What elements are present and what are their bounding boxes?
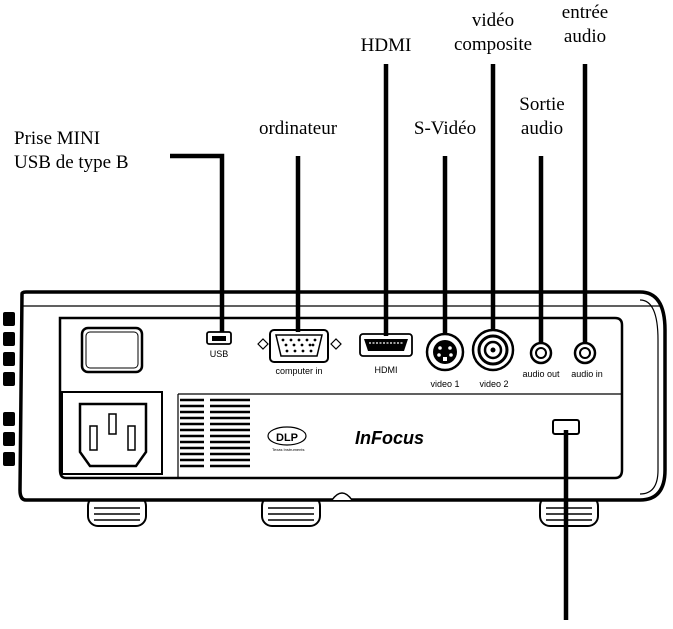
infocus-logo: InFocus bbox=[355, 428, 424, 448]
dlp-sub-text: Texas Instruments bbox=[272, 447, 304, 452]
square-button bbox=[80, 326, 144, 374]
audio-in-port: audio in bbox=[571, 341, 603, 379]
power-inlet bbox=[61, 391, 163, 475]
callout-audio-in: entrée audio bbox=[548, 1, 622, 49]
callout-audio-in-line2: audio bbox=[563, 26, 607, 47]
computer-in-port: computer in bbox=[257, 329, 342, 376]
composite-port: video 2 bbox=[471, 328, 515, 389]
callout-svideo: S-Vidéo bbox=[413, 118, 477, 139]
video2-label: video 2 bbox=[479, 379, 508, 389]
video1-label: video 1 bbox=[430, 379, 459, 389]
callout-usb-mini: Prise MINI USB de type B bbox=[14, 127, 129, 175]
callout-usb-mini-line1: Prise MINI bbox=[14, 128, 101, 149]
audio-in-label: audio in bbox=[571, 369, 603, 379]
callout-audio-out-line2: audio bbox=[520, 118, 564, 139]
callout-composite-line1: vidéo bbox=[471, 10, 515, 31]
hdmi-port: HDMI bbox=[359, 333, 413, 375]
callout-usb-mini-line2: USB de type B bbox=[14, 152, 129, 173]
audio-out-port: audio out bbox=[522, 341, 560, 379]
side-vent bbox=[3, 312, 15, 466]
audio-out-label: audio out bbox=[522, 369, 560, 379]
computer-in-label: computer in bbox=[275, 366, 322, 376]
callout-audio-out-line1: Sortie bbox=[519, 94, 565, 115]
projector-feet bbox=[87, 495, 599, 527]
callout-hdmi: HDMI bbox=[360, 35, 412, 56]
callout-audio-out: Sortie audio bbox=[505, 93, 579, 141]
callout-audio-in-line1: entrée bbox=[561, 2, 609, 23]
svideo-port: video 1 bbox=[425, 332, 465, 389]
leader-lines bbox=[170, 64, 588, 620]
hdmi-port-label: HDMI bbox=[375, 365, 398, 375]
callout-composite-line2: composite bbox=[453, 34, 533, 55]
dlp-logo: DLP Texas Instruments bbox=[267, 426, 307, 452]
vent-grille bbox=[180, 398, 250, 468]
usb-leader-line bbox=[170, 153, 225, 332]
callout-composite: vidéo composite bbox=[438, 9, 548, 57]
usb-port-label: USB bbox=[210, 349, 229, 359]
dlp-logo-text: DLP bbox=[276, 432, 298, 444]
usb-mini-port: USB bbox=[206, 331, 232, 359]
callout-computer: ordinateur bbox=[258, 118, 338, 139]
